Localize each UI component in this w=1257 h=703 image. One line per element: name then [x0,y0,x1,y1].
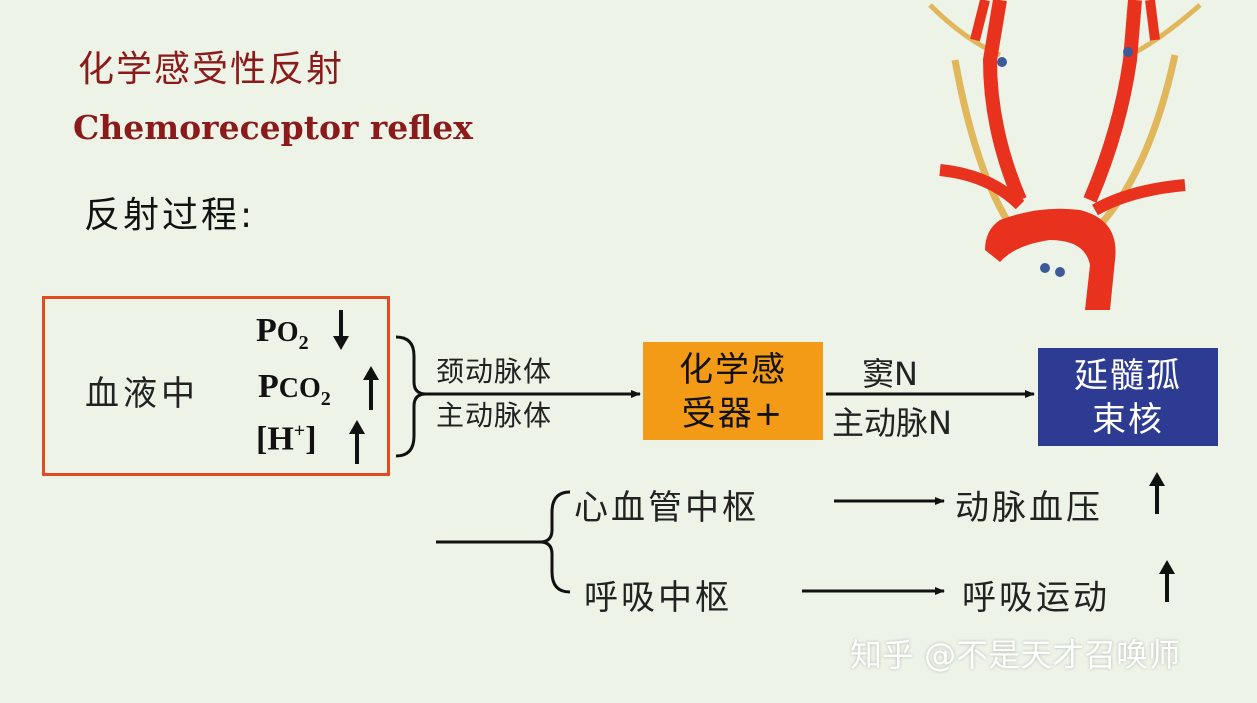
hplus-sup: + [293,420,306,442]
resp-up-arrow-icon [1159,560,1175,602]
blood-pressure-label: 动脉血压 [955,488,1103,528]
process-label: 反射过程: [84,195,256,236]
carotid-aortic-artery-icon [928,0,1202,310]
nts-line2: 束核 [1092,400,1164,440]
blood-box [42,296,390,476]
aortic-nerve-label: 主动脉N [832,404,952,442]
po2-sub: 2 [298,331,309,354]
chemoreceptor-box: 化学感 受器+ [643,342,823,440]
sinus-nerve-label: 窦N [862,355,918,393]
pco2-label: PCO2 [258,368,331,411]
po2-o: O [276,317,299,348]
pco2-up-arrow-icon [363,366,379,410]
po2-label: PO2 [256,312,309,355]
hplus-label: [H+] [256,420,317,458]
hplus-end: ] [305,420,317,458]
po2-main: P [256,312,277,349]
chemoreceptor-line2: 受器+ [681,394,785,434]
nts-box: 延髓孤 束核 [1038,348,1218,446]
respiratory-movement-label: 呼吸运动 [962,578,1110,618]
pco2-co: CO [278,373,321,404]
pco2-main: P [258,368,279,405]
title-chinese: 化学感受性反射 [78,49,345,90]
aortic-body-label: 主动脉体 [436,399,553,432]
bp-up-arrow-icon [1149,472,1165,514]
respiratory-center-label: 呼吸中枢 [584,578,732,618]
pco2-sub: 2 [320,387,331,410]
chemoreceptor-line1: 化学感 [679,350,787,390]
output-bracket [539,490,571,594]
hplus-up-arrow-icon [349,420,365,464]
carotid-body-label: 颈动脉体 [436,355,553,388]
po2-down-arrow-icon [333,310,349,350]
title-english: Chemoreceptor reflex [73,108,473,147]
cardiovascular-center-label: 心血管中枢 [574,488,759,528]
hplus-main: [H [256,420,294,458]
input-bracket [395,335,427,458]
nts-line1: 延髓孤 [1074,356,1182,396]
blood-label: 血液中 [85,374,199,414]
watermark: 知乎 @不是天才召唤师 [850,636,1181,674]
